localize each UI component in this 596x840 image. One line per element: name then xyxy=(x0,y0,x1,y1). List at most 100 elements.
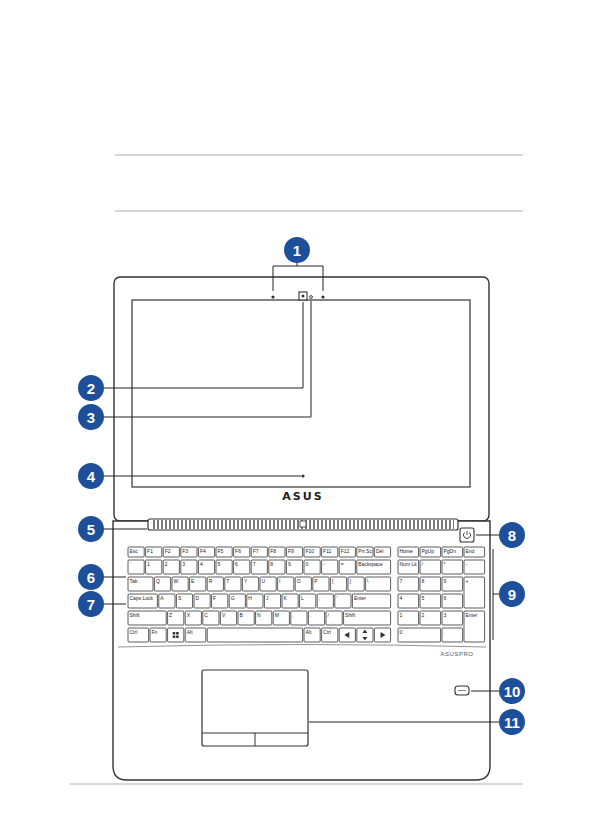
key xyxy=(442,560,463,574)
palmrest-edge xyxy=(118,645,486,648)
callout-number: 1 xyxy=(284,237,310,263)
key-label: F1 xyxy=(147,549,153,554)
key xyxy=(464,577,485,608)
key-label: Shift xyxy=(345,613,355,618)
key-label: F10 xyxy=(306,549,315,554)
key-label: Esc xyxy=(130,549,138,554)
key-label: F5 xyxy=(218,549,224,554)
key xyxy=(339,628,355,642)
key xyxy=(198,547,214,557)
key xyxy=(286,547,302,557)
key xyxy=(317,594,333,608)
key xyxy=(286,560,302,574)
key-label: R xyxy=(209,579,213,584)
key xyxy=(464,611,485,642)
callout-number-text: 8 xyxy=(508,528,516,543)
key xyxy=(398,547,419,557)
callout-number: 11 xyxy=(499,709,525,735)
key xyxy=(234,560,250,574)
callout-number: 7 xyxy=(78,591,104,617)
key xyxy=(335,594,351,608)
key xyxy=(366,577,391,591)
key-label: / xyxy=(422,562,423,567)
key xyxy=(313,577,329,591)
microphone xyxy=(271,295,274,298)
key xyxy=(420,547,441,557)
key xyxy=(442,611,463,625)
key xyxy=(190,577,206,591)
callout-number-text: 5 xyxy=(87,522,95,537)
callout-number-text: 9 xyxy=(508,587,516,602)
key xyxy=(207,577,223,591)
key-label: F8 xyxy=(270,549,276,554)
key xyxy=(234,547,250,557)
key-label: F2 xyxy=(165,549,171,554)
key xyxy=(278,577,294,591)
brand-label: ASUSPRO xyxy=(427,651,487,657)
key-symbol xyxy=(362,630,367,641)
key-label: D xyxy=(196,596,200,601)
key-label: 6 xyxy=(235,562,238,567)
key-label: O xyxy=(297,579,301,584)
key xyxy=(154,577,170,591)
key xyxy=(420,577,441,591)
key xyxy=(442,577,463,591)
key-label: 1 xyxy=(400,613,403,618)
key-label: 4 xyxy=(200,562,203,567)
hinge-vents xyxy=(152,520,454,529)
key xyxy=(128,577,153,591)
key xyxy=(194,594,210,608)
key xyxy=(291,611,307,625)
power-button xyxy=(460,528,474,542)
key-label: PgDn xyxy=(444,549,457,554)
key-label: Prt Sc xyxy=(358,549,372,554)
key xyxy=(229,594,245,608)
camera-lens xyxy=(302,295,305,298)
key-label: , xyxy=(292,613,293,618)
key xyxy=(242,577,258,591)
key-label: Y xyxy=(244,579,247,584)
callout-number: 8 xyxy=(499,522,525,548)
key xyxy=(326,611,342,625)
key-label: Fn xyxy=(152,630,158,635)
key xyxy=(398,594,419,608)
key-label: U xyxy=(262,579,266,584)
key-label: Home xyxy=(400,549,413,554)
key xyxy=(339,560,355,574)
key-label: S xyxy=(178,596,181,601)
key xyxy=(420,560,441,574)
key-label: P xyxy=(314,579,317,584)
key xyxy=(442,594,463,608)
key xyxy=(339,547,355,557)
key-label: I xyxy=(279,579,280,584)
key-label: Del xyxy=(376,549,384,554)
key-label: / xyxy=(328,613,329,618)
rule-line xyxy=(70,784,523,785)
microphone xyxy=(321,295,324,298)
key xyxy=(128,560,144,574)
touchpad-button-line xyxy=(255,733,256,746)
key-label: 0 xyxy=(400,630,403,635)
key xyxy=(348,577,364,591)
key-label: Num Lk xyxy=(400,562,417,567)
key xyxy=(398,560,419,574)
key xyxy=(374,547,390,557)
key xyxy=(398,577,419,591)
key xyxy=(398,611,419,625)
key-label: Backspace xyxy=(358,562,382,567)
key-label: - xyxy=(466,562,468,567)
key-label: ' xyxy=(336,596,337,601)
key xyxy=(295,577,311,591)
key-label: End xyxy=(466,549,475,554)
key xyxy=(146,547,162,557)
key xyxy=(273,611,289,625)
power-icon xyxy=(467,531,468,535)
key-label: 7 xyxy=(253,562,256,567)
callout-number-text: 6 xyxy=(87,570,95,585)
key-label: F11 xyxy=(323,549,331,554)
key xyxy=(146,560,162,574)
key xyxy=(128,611,166,625)
key-label: + xyxy=(466,579,469,584)
hinge-indicator xyxy=(300,521,306,527)
key-label: PgUp xyxy=(422,549,435,554)
